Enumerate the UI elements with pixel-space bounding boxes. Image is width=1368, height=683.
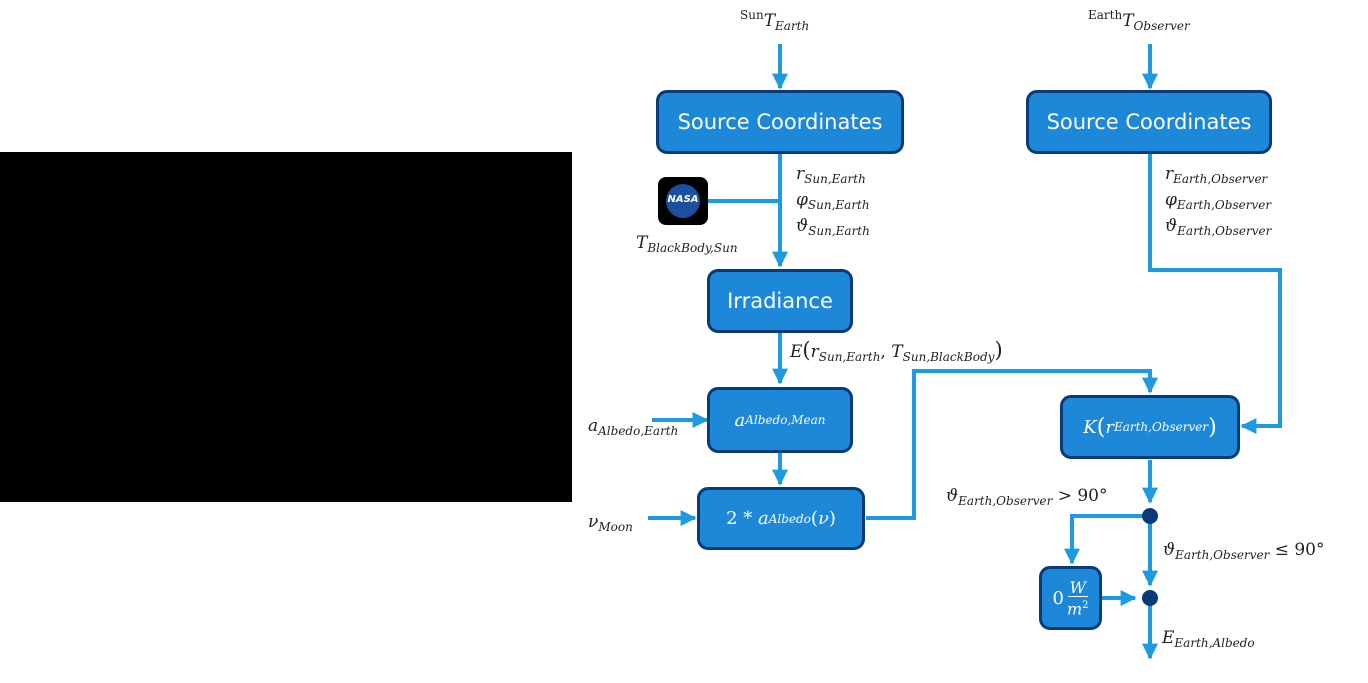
phi-sun-earth-main: φ bbox=[796, 190, 808, 210]
t-blackbody-sub: BlackBody,Sun bbox=[647, 241, 738, 255]
nu-moon-main: ν bbox=[588, 512, 599, 532]
albedo-fn-prefix: 2 * bbox=[726, 508, 758, 529]
line-junction-to-zero bbox=[1064, 514, 1150, 565]
irradiance-box: Irradiance bbox=[707, 269, 853, 333]
phi-earth-observer-label: φEarth,Observer bbox=[1165, 190, 1271, 212]
junction-dot-upper bbox=[1142, 508, 1158, 524]
t-blackbody-sun-label: TBlackBody,Sun bbox=[636, 233, 738, 255]
condition-greater-label: ϑEarth,Observer > 90° bbox=[946, 486, 1108, 508]
albedo-earth-sub: Albedo,Earth bbox=[598, 424, 679, 438]
r-sun-earth-main: r bbox=[796, 164, 805, 184]
irr-out-arg2-sub: Sun,BlackBody bbox=[902, 350, 995, 364]
sun-t-earth-pre: Sun bbox=[740, 8, 764, 22]
cond-le-rel: ≤ 90° bbox=[1269, 540, 1325, 560]
k-symbol: K bbox=[1083, 416, 1097, 438]
zero-unit-num: W bbox=[1067, 577, 1088, 597]
phi-sun-earth-label: φSun,Earth bbox=[796, 190, 870, 212]
zero-unit-exp: 2 bbox=[1082, 599, 1089, 611]
albedo-fn-arg: ν bbox=[817, 508, 829, 529]
e-earth-albedo-label: EEarth,Albedo bbox=[1162, 628, 1255, 650]
e-earth-albedo-main: E bbox=[1162, 628, 1175, 648]
albedo-mean-sub: Albedo,Mean bbox=[745, 413, 826, 427]
phi-earth-observer-sub: Earth,Observer bbox=[1176, 198, 1272, 212]
albedo-fn-sub: Albedo bbox=[768, 511, 811, 526]
theta-earth-observer-main: ϑ bbox=[1165, 216, 1178, 236]
zero-value: 0 bbox=[1052, 587, 1064, 609]
sun-earth-moon-illustration bbox=[0, 152, 572, 502]
r-earth-observer-sub: Earth,Observer bbox=[1173, 172, 1268, 186]
sun-t-earth-label: SunTEarth bbox=[740, 8, 809, 33]
cond-le-sub: Earth,Observer bbox=[1175, 548, 1270, 562]
cond-gt-main: ϑ bbox=[946, 486, 959, 506]
phi-earth-observer-main: φ bbox=[1165, 190, 1177, 210]
earth-t-observer-pre: Earth bbox=[1088, 8, 1123, 22]
irr-out-main: E bbox=[790, 342, 803, 362]
theta-sun-earth-label: ϑSun,Earth bbox=[796, 216, 870, 238]
albedo-fn-symbol: a bbox=[757, 508, 769, 529]
condition-less-equal-label: ϑEarth,Observer ≤ 90° bbox=[1163, 540, 1325, 562]
irradiance-output-label: E(rSun,Earth, TSun,BlackBody) bbox=[790, 338, 1003, 364]
source-coordinates-observer-box: Source Coordinates bbox=[1026, 90, 1272, 154]
line-source-observer-to-k bbox=[1148, 153, 1282, 434]
r-sun-earth-label: rSun,Earth bbox=[796, 164, 866, 186]
albedo-earth-input-label: aAlbedo,Earth bbox=[588, 416, 678, 438]
source-coordinates-sun-box: Source Coordinates bbox=[656, 90, 904, 154]
r-earth-observer-main: r bbox=[1165, 164, 1174, 184]
sun-t-earth-main: T bbox=[763, 11, 776, 31]
cond-gt-sub: Earth,Observer bbox=[958, 494, 1053, 508]
k-arg: r bbox=[1105, 416, 1114, 438]
k-arg-sub: Earth,Observer bbox=[1113, 420, 1209, 434]
nasa-logo-text: NASA bbox=[667, 194, 699, 205]
nu-moon-sub: Moon bbox=[598, 520, 633, 534]
theta-earth-observer-sub: Earth,Observer bbox=[1177, 224, 1272, 238]
nasa-logo-icon: NASA bbox=[658, 177, 708, 225]
nu-moon-input-label: νMoon bbox=[588, 512, 633, 534]
albedo-earth-main: a bbox=[588, 416, 599, 436]
irr-out-arg1-sub: Sun,Earth bbox=[818, 350, 881, 364]
theta-sun-earth-sub: Sun,Earth bbox=[808, 224, 870, 238]
t-blackbody-main: T bbox=[636, 233, 648, 253]
irr-out-arg1: r bbox=[810, 342, 819, 362]
theta-sun-earth-main: ϑ bbox=[796, 216, 809, 236]
theta-earth-observer-label: ϑEarth,Observer bbox=[1165, 216, 1271, 238]
sun-t-earth-sub: Earth bbox=[775, 19, 810, 33]
irr-out-arg2: T bbox=[891, 342, 903, 362]
earth-t-observer-sub: Observer bbox=[1133, 19, 1190, 33]
phi-sun-earth-sub: Sun,Earth bbox=[807, 198, 870, 212]
r-earth-observer-label: rEarth,Observer bbox=[1165, 164, 1267, 186]
junction-dot-lower bbox=[1142, 590, 1158, 606]
r-sun-earth-sub: Sun,Earth bbox=[804, 172, 866, 186]
albedo-mean-symbol: a bbox=[734, 409, 746, 431]
zero-unit-den: m bbox=[1066, 599, 1083, 619]
cond-le-main: ϑ bbox=[1163, 540, 1176, 560]
line-fn-to-k bbox=[866, 369, 1158, 520]
earth-t-observer-label: EarthTObserver bbox=[1088, 8, 1190, 33]
cond-gt-rel: > 90° bbox=[1052, 486, 1108, 506]
e-earth-albedo-sub: Earth,Albedo bbox=[1174, 636, 1255, 650]
earth-t-observer-main: T bbox=[1122, 11, 1134, 31]
